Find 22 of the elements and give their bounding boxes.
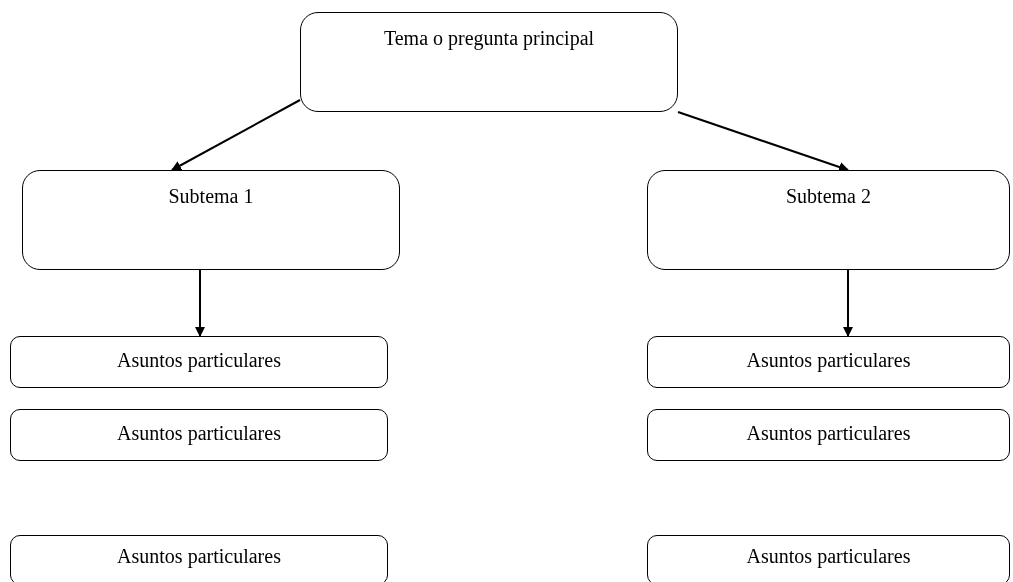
arrow xyxy=(171,99,301,171)
item-box xyxy=(10,409,388,461)
box-label: Subtema 1 xyxy=(168,185,254,208)
item-box xyxy=(647,535,1010,582)
box-label: Asuntos particulares xyxy=(117,545,281,568)
item-box xyxy=(647,409,1010,461)
box-label: Asuntos particulares xyxy=(746,422,911,445)
box-label: Asuntos particulares xyxy=(117,349,281,372)
item-box xyxy=(647,336,1010,388)
topic-box xyxy=(22,170,400,270)
topic-box xyxy=(300,12,678,112)
topic-box xyxy=(647,170,1010,270)
box-label: Asuntos particulares xyxy=(746,545,911,568)
item-box xyxy=(10,336,388,388)
box-label: Asuntos particulares xyxy=(746,349,911,372)
arrow xyxy=(195,269,205,337)
box-label: Subtema 2 xyxy=(786,185,871,208)
box-label: Asuntos particulares xyxy=(117,422,281,445)
arrow xyxy=(843,269,853,337)
box-label: Tema o pregunta principal xyxy=(383,27,595,50)
arrow xyxy=(677,111,849,172)
item-box xyxy=(10,535,388,582)
